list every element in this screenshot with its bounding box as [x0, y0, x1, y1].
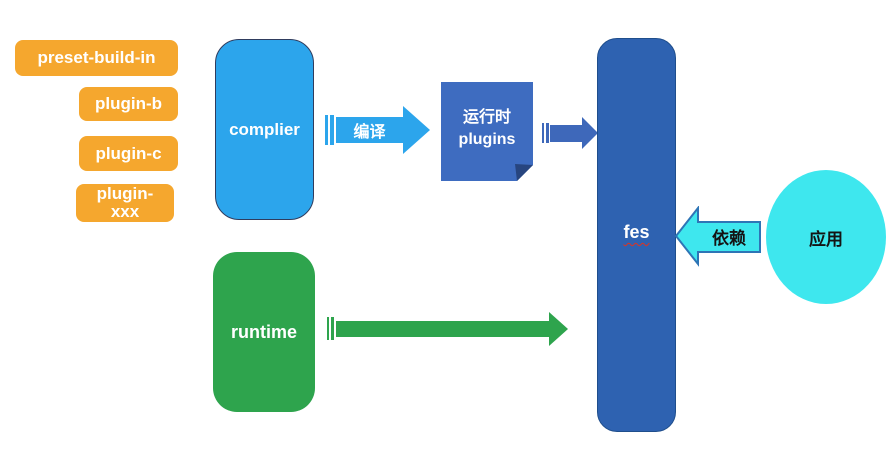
- compile-arrow-tail-bar: [325, 115, 328, 145]
- plugins-to-fes-arrow-head-icon: [582, 117, 598, 149]
- plugin-box-plugin-b: plugin-b: [79, 87, 178, 121]
- fes-label: fes: [623, 222, 650, 242]
- runtime-plugins-label-line1: 运行时: [462, 108, 511, 126]
- depends-arrow-label: 依赖: [712, 229, 746, 248]
- node-fes: fes: [597, 38, 676, 432]
- plugins-to-fes-arrow-tail-bar: [546, 123, 549, 143]
- node-complier: complier: [215, 39, 314, 220]
- plugins-to-fes-arrow-body: [550, 125, 582, 142]
- runtime-plugins-label: 运行时 plugins: [441, 82, 533, 181]
- runtime-arrow-body: [336, 321, 549, 337]
- node-runtime-plugins: 运行时 plugins: [441, 82, 533, 181]
- plugin-box-plugin-c: plugin-c: [79, 136, 178, 171]
- folded-note-icon: [441, 82, 533, 181]
- plugin-box-plugin-xxx: plugin-xxx: [76, 184, 174, 222]
- runtime-arrow-head-icon: [549, 312, 568, 346]
- node-app: 应用: [766, 170, 886, 304]
- plugin-xxx-label: plugin-xxx: [96, 184, 154, 221]
- plugins-to-fes-arrow-tail-bar: [542, 123, 544, 143]
- runtime-plugins-label-line2: plugins: [458, 130, 516, 148]
- runtime-arrow-tail-bar: [331, 317, 334, 340]
- depends-arrow: 依赖: [674, 205, 762, 268]
- plugin-box-preset-build-in: preset-build-in: [15, 40, 178, 76]
- runtime-arrow-tail-bar: [327, 317, 329, 340]
- compile-arrow-tail-bar: [330, 115, 334, 145]
- depends-arrow-shape-icon: [674, 205, 761, 267]
- compile-arrow-label: 编译: [336, 117, 403, 143]
- node-runtime: runtime: [213, 252, 315, 412]
- compile-arrow-head-icon: [403, 106, 430, 154]
